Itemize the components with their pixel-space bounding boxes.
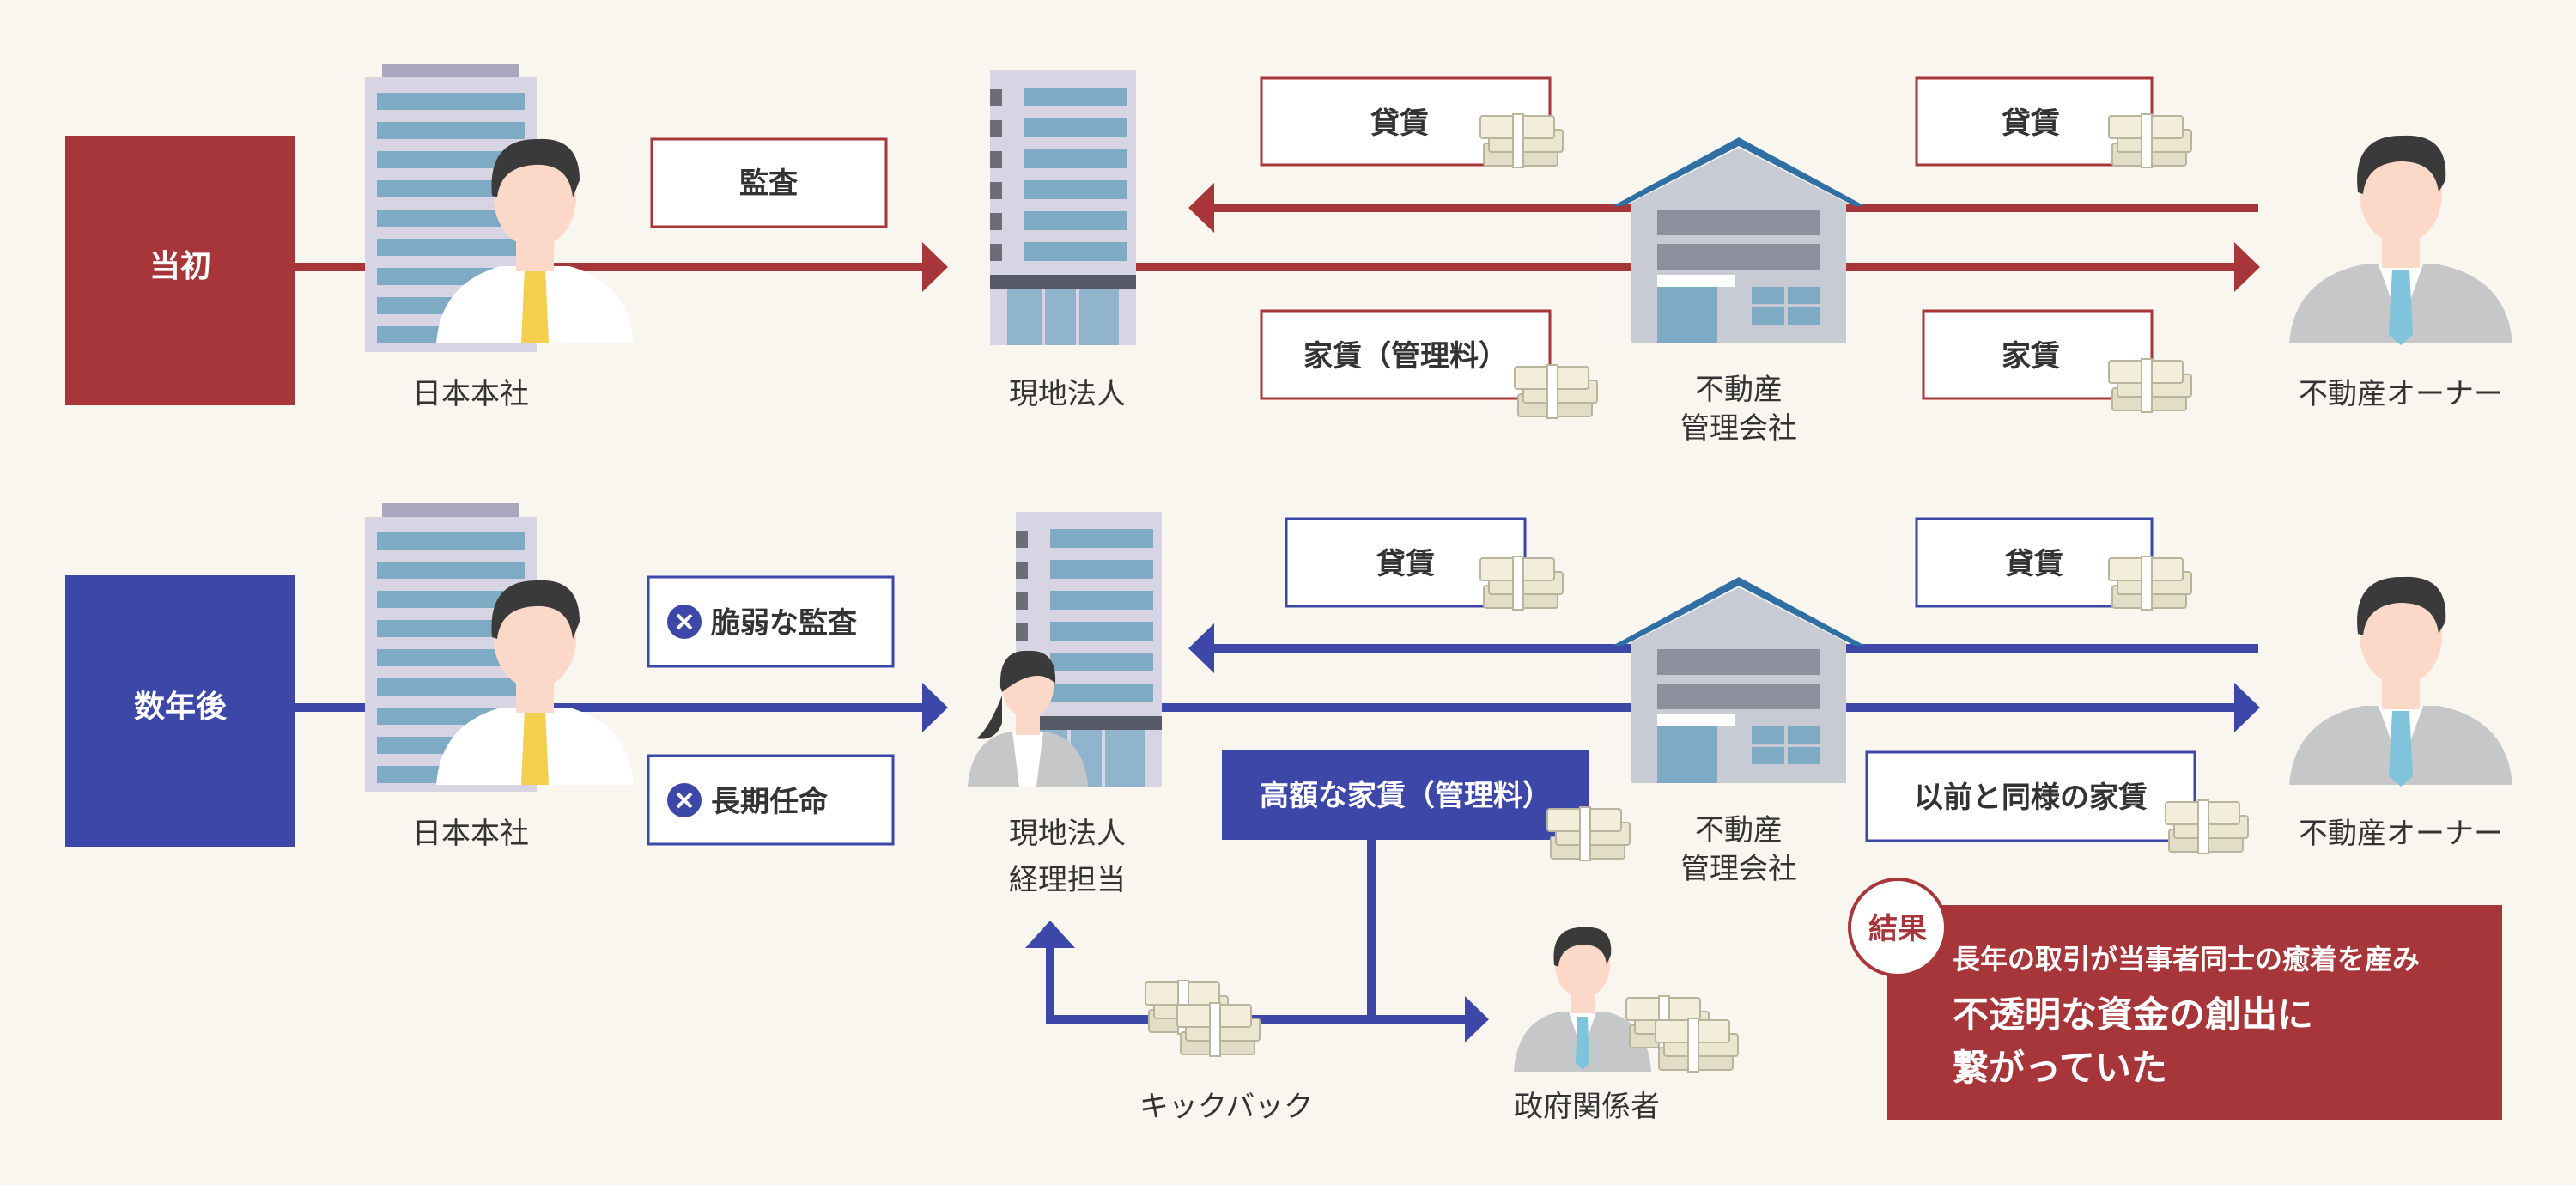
top-hq-label: 日本本社 <box>412 377 529 411</box>
top-rent-arrow-left-head <box>1188 183 1214 233</box>
top-rent-arrow-right-head <box>2234 242 2260 292</box>
bottom-expensive-rent-box <box>1222 750 1589 840</box>
top-rent-right-bottom-label: 家賃 <box>2002 339 2060 374</box>
official-arrowhead <box>1465 996 1489 1042</box>
result-line-2: 不透明な資金の創出に <box>1953 994 2313 1036</box>
bottom-audit-arrow-line <box>295 703 936 712</box>
result-badge-label: 結果 <box>1868 912 1927 946</box>
cash-bundle-icon <box>1479 556 1564 611</box>
bottom-subsidiary-label-1: 現地法人 <box>1009 817 1126 851</box>
top-row: 当初 日本本社 監査 現地法人 貸賃 家賃（管理料） 不動産 管理会社 貸賃 家… <box>65 64 2512 446</box>
bottom-rent-right-top-label: 貸賃 <box>2005 547 2063 581</box>
cash-bundle-icon <box>1546 806 1631 861</box>
result-badge-circle <box>1848 878 1947 977</box>
result-line-1: 長年の取引が当事者同士の癒着を産み <box>1953 943 2420 975</box>
top-audit-arrowhead <box>922 242 948 292</box>
house-icon <box>1613 577 1865 783</box>
bottom-rent-arrow-left-head <box>1188 623 1214 673</box>
bottom-agency-label-2: 管理会社 <box>1680 852 1797 886</box>
top-agency-label-2: 管理会社 <box>1680 411 1797 446</box>
bottom-row: 数年後 日本本社 脆弱な監査 長期任命 現地法人 経理担当 貸賃 高額な家賃（管… <box>65 503 2512 1124</box>
cash-bundle-icon <box>2108 358 2192 413</box>
cash-bundle-icon <box>1479 113 1564 168</box>
office-tower-icon <box>990 70 1136 345</box>
bottom-expensive-rent-label: 高額な家賃（管理料） <box>1260 779 1552 813</box>
bottom-row-label: 数年後 <box>134 690 228 725</box>
top-rent-left-bottom-label: 家賃（管理料） <box>1303 339 1508 374</box>
kickback-label: キックバック <box>1139 1090 1313 1124</box>
top-row-label-box <box>65 136 295 405</box>
bottom-same-rent-label: 以前と同様の家賃 <box>1914 781 2148 815</box>
top-audit-label: 監査 <box>739 167 798 201</box>
close-circle-icon <box>667 783 702 817</box>
cash-bundle-icon <box>1655 1018 1739 1073</box>
cash-bundle-icon <box>2108 113 2192 168</box>
cash-bundle-icon <box>1514 364 1598 419</box>
top-agency-label-1: 不動産 <box>1695 373 1783 407</box>
bottom-rent-left-top-label: 貸賃 <box>1376 547 1435 581</box>
top-rent-left-top-label: 貸賃 <box>1370 106 1429 141</box>
result-box <box>1887 905 2502 1120</box>
top-rent-right-top-label: 貸賃 <box>2002 106 2060 141</box>
kickback-up-line <box>1046 945 1054 1024</box>
bottom-row-label-box <box>65 575 295 847</box>
top-audit-arrow-line <box>295 263 936 271</box>
top-row-label: 当初 <box>149 249 211 284</box>
owner-icon <box>2289 135 2512 345</box>
close-circle-icon <box>667 605 702 639</box>
result-line-3: 繋がっていた <box>1953 1047 2167 1089</box>
owner-icon <box>2289 576 2512 787</box>
top-rent-left-bottom-box <box>1260 309 1552 400</box>
house-icon <box>1613 137 1865 343</box>
cash-bundle-icon <box>1176 1002 1261 1057</box>
bottom-audit-arrowhead <box>922 683 948 732</box>
top-subsidiary-label: 現地法人 <box>1009 377 1126 411</box>
top-owner-label: 不動産オーナー <box>2299 377 2503 411</box>
bottom-subsidiary-label-2: 経理担当 <box>1009 863 1126 897</box>
bottom-rent-arrow-right-head <box>2234 683 2260 732</box>
bottom-weak-audit-label: 脆弱な監査 <box>711 606 857 641</box>
bottom-same-rent-box <box>1865 750 2196 842</box>
cash-bundle-icon <box>2165 799 2249 854</box>
top-audit-box <box>650 137 888 228</box>
official-line <box>1372 1015 1470 1024</box>
official-label: 政府関係者 <box>1514 1090 1660 1124</box>
bottom-agency-label-1: 不動産 <box>1695 813 1783 848</box>
bottom-owner-label: 不動産オーナー <box>2299 817 2503 851</box>
kickback-up-arrowhead <box>1025 921 1075 948</box>
cash-bundle-icon <box>2108 556 2192 611</box>
bottom-long-term-label: 長期任命 <box>711 785 828 819</box>
bottom-hq-label: 日本本社 <box>412 817 529 851</box>
kickback-vertical-line <box>1367 840 1376 1024</box>
